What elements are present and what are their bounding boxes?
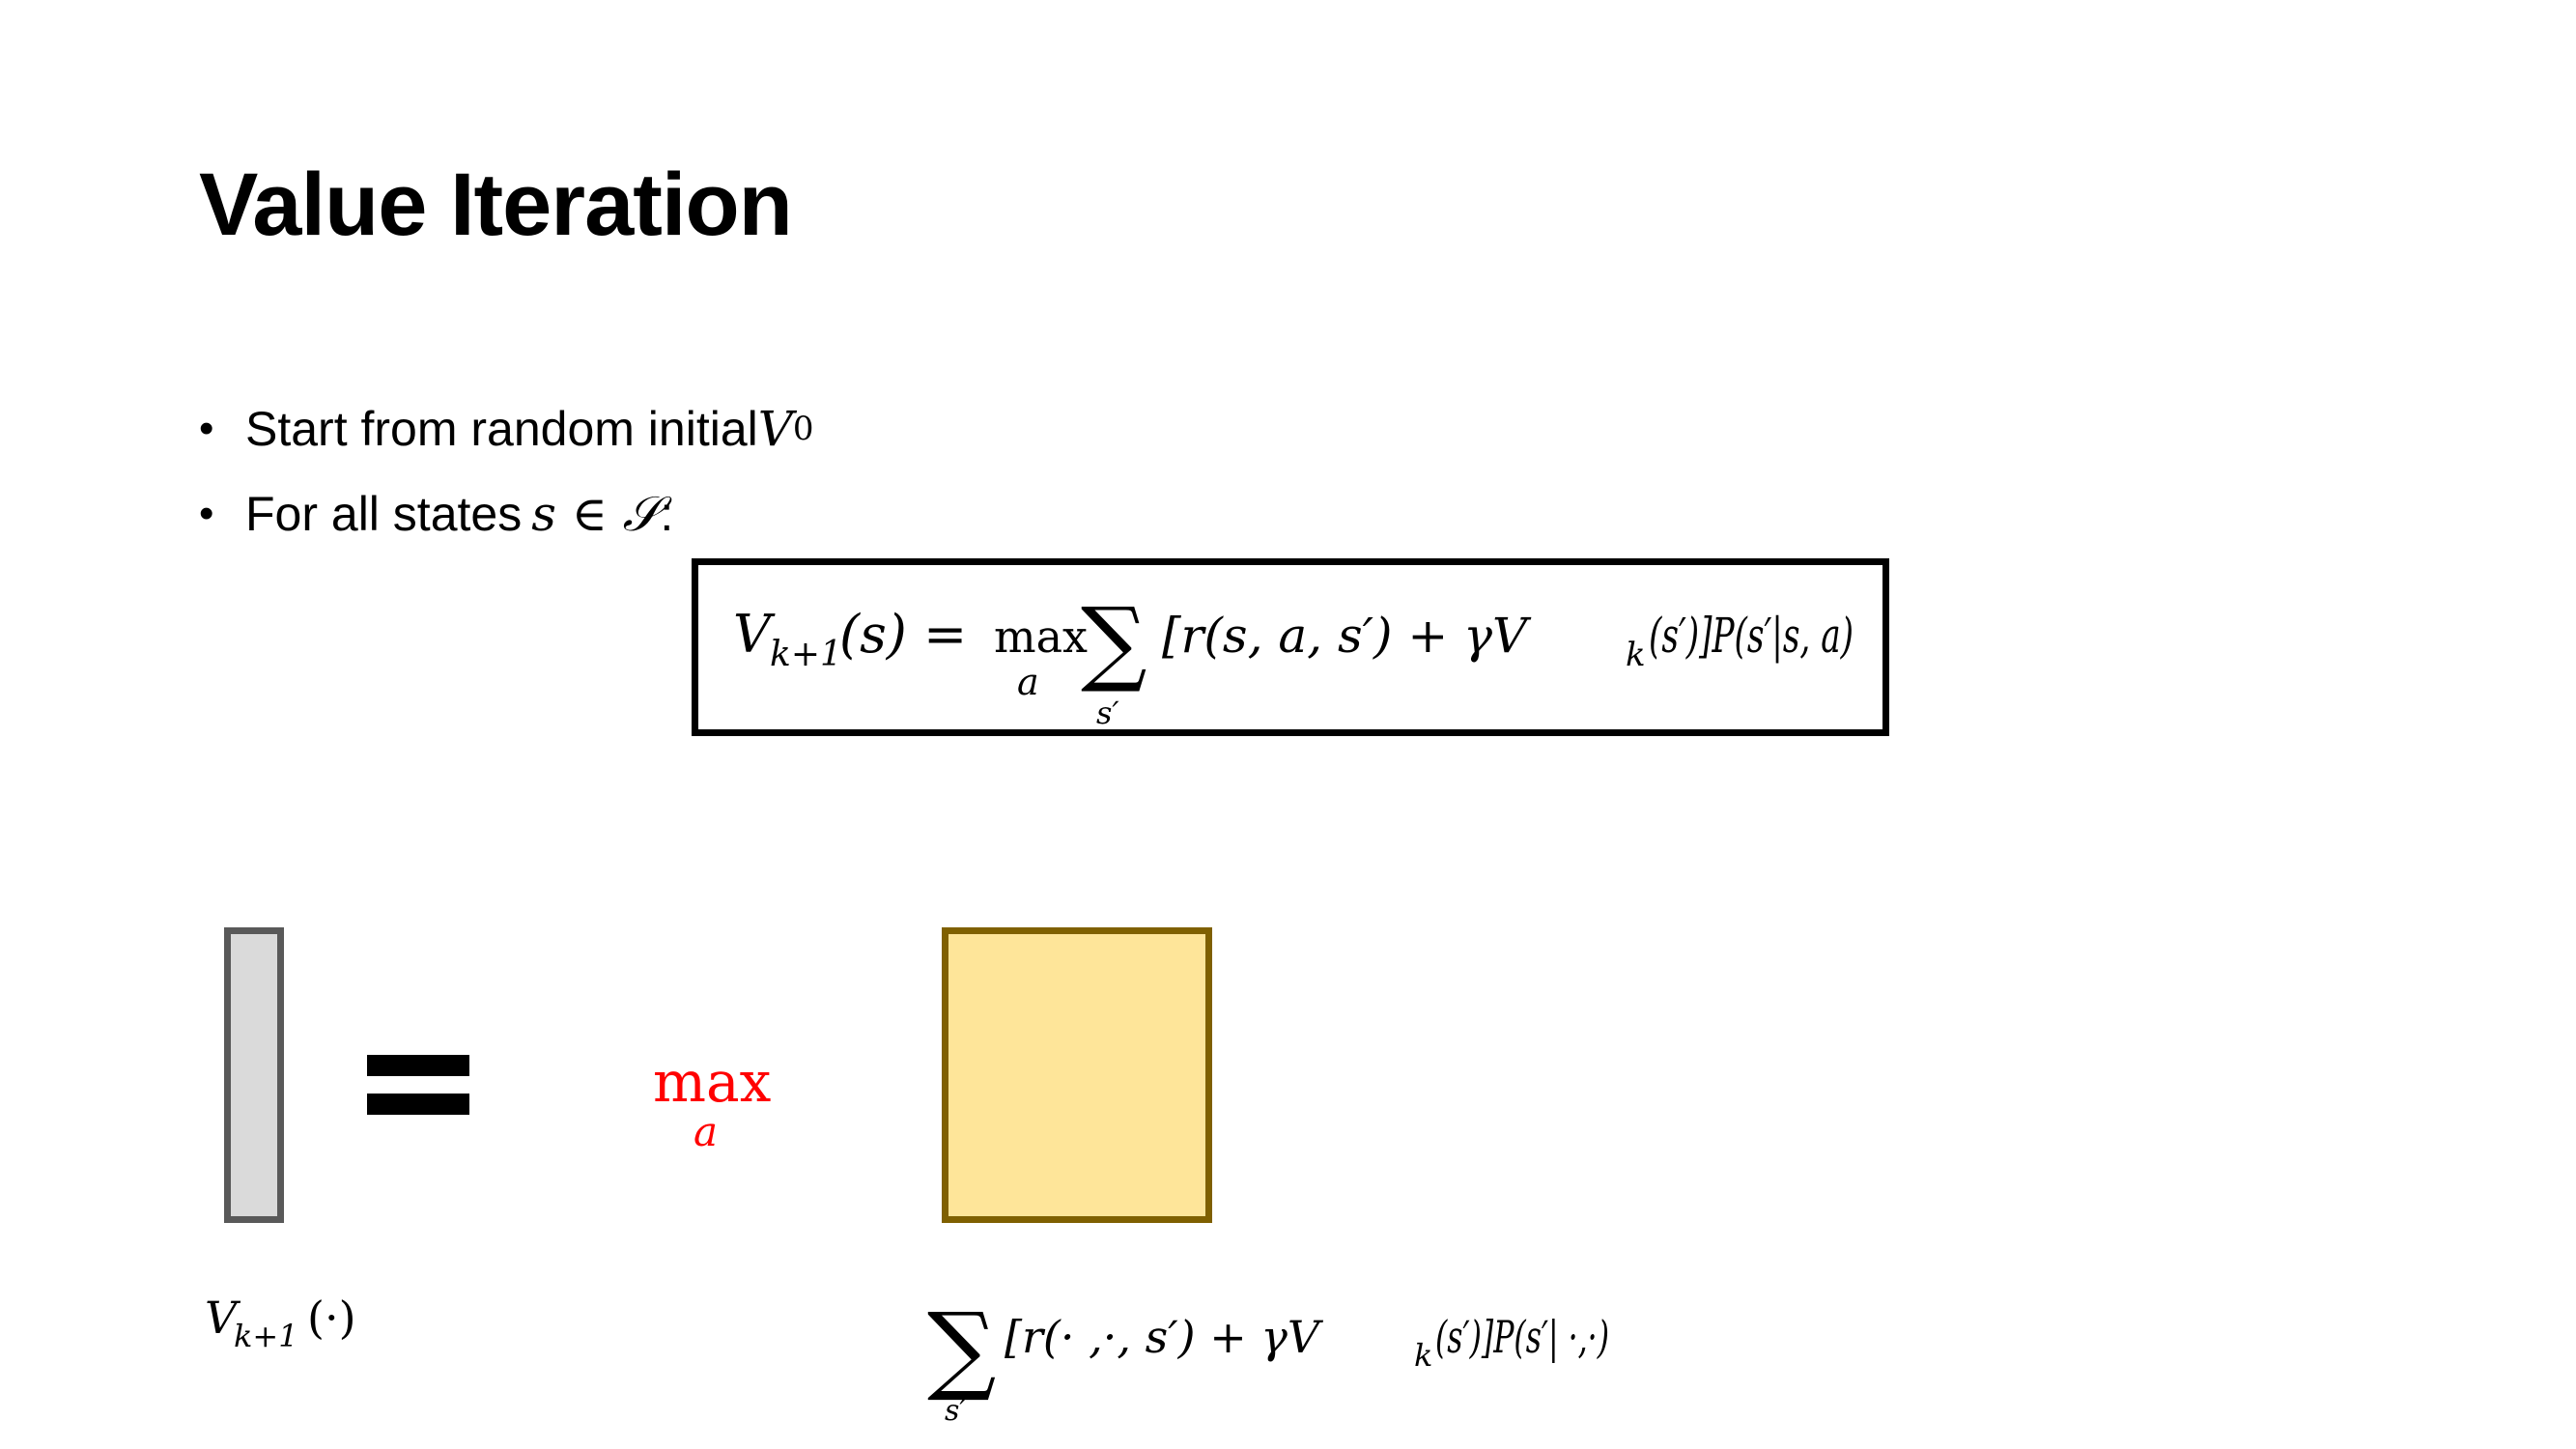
bullet-dot-icon: • xyxy=(199,490,214,537)
eq-body-sub: k xyxy=(1626,636,1646,674)
bullet-item-states: • For all states s ∈ 𝒮: xyxy=(199,471,814,556)
eq-max-sub: a xyxy=(1017,661,1039,703)
bullet-dot-icon: • xyxy=(199,405,214,452)
value-vector-rect xyxy=(224,927,284,1223)
bullet-math-v: V xyxy=(757,401,793,457)
vector-label-v: V xyxy=(205,1292,241,1344)
eq-max: max xyxy=(994,611,1088,663)
max-operator: max a xyxy=(637,1053,792,1169)
matrix-body: [r(· ,·, s′) + γV xyxy=(1005,1311,1324,1363)
eq-lhs-sub: k+1 xyxy=(770,635,842,674)
q-matrix-rect xyxy=(942,927,1212,1223)
max-operator-label: max xyxy=(653,1053,771,1115)
bellman-equation: V k+1 (s) = max a ∑ s′ [r(s, a, s′) + γV… xyxy=(733,587,1854,729)
eq-sum-sub: s′ xyxy=(1096,695,1119,729)
eq-lhs: V xyxy=(733,604,776,665)
bullet-math-state: s ∈ 𝒮 xyxy=(531,485,661,542)
eq-body-tail: (s′)]P(s′|s, a) xyxy=(1649,608,1854,664)
eq-sum-icon: ∑ xyxy=(1081,587,1147,696)
matrix-body-sub: k xyxy=(1414,1337,1432,1374)
equals-sign-bottom-bar xyxy=(367,1094,469,1115)
eq-body: [r(s, a, s′) + γV xyxy=(1162,608,1532,664)
bullet-math-sub: 0 xyxy=(792,410,814,448)
bullet-text: Start from random initial xyxy=(245,402,758,456)
bellman-equation-box: V k+1 (s) = max a ∑ s′ [r(s, a, s′) + γV… xyxy=(692,558,1889,736)
matrix-sum-icon: ∑ xyxy=(927,1292,996,1405)
matrix-body-tail: (s′)]P(s′| ·,·) xyxy=(1435,1311,1609,1363)
bullet-suffix: : xyxy=(660,487,674,541)
bullet-text: For all states xyxy=(245,487,523,541)
matrix-sum-sub: s′ xyxy=(945,1394,966,1428)
vector-label-sub: k+1 xyxy=(234,1318,298,1354)
equals-sign-top-bar xyxy=(367,1055,469,1076)
vector-label-arg: (·) xyxy=(307,1292,356,1344)
vector-label: V k+1 (·) xyxy=(199,1285,411,1372)
max-operator-sub: a xyxy=(694,1108,718,1155)
matrix-label: ∑ s′ [r(· ,·, s′) + γV k (s′)]P(s′| ·,·) xyxy=(927,1275,1623,1430)
slide-title: Value Iteration xyxy=(199,156,793,254)
eq-lhs-arg: (s) = xyxy=(839,604,967,665)
